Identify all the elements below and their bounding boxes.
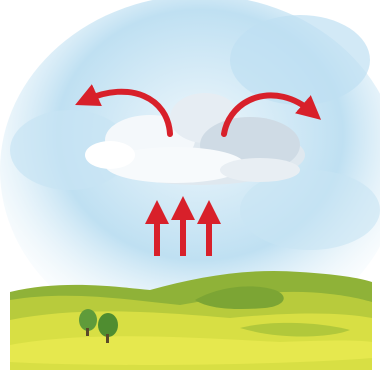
hills bbox=[10, 271, 372, 370]
